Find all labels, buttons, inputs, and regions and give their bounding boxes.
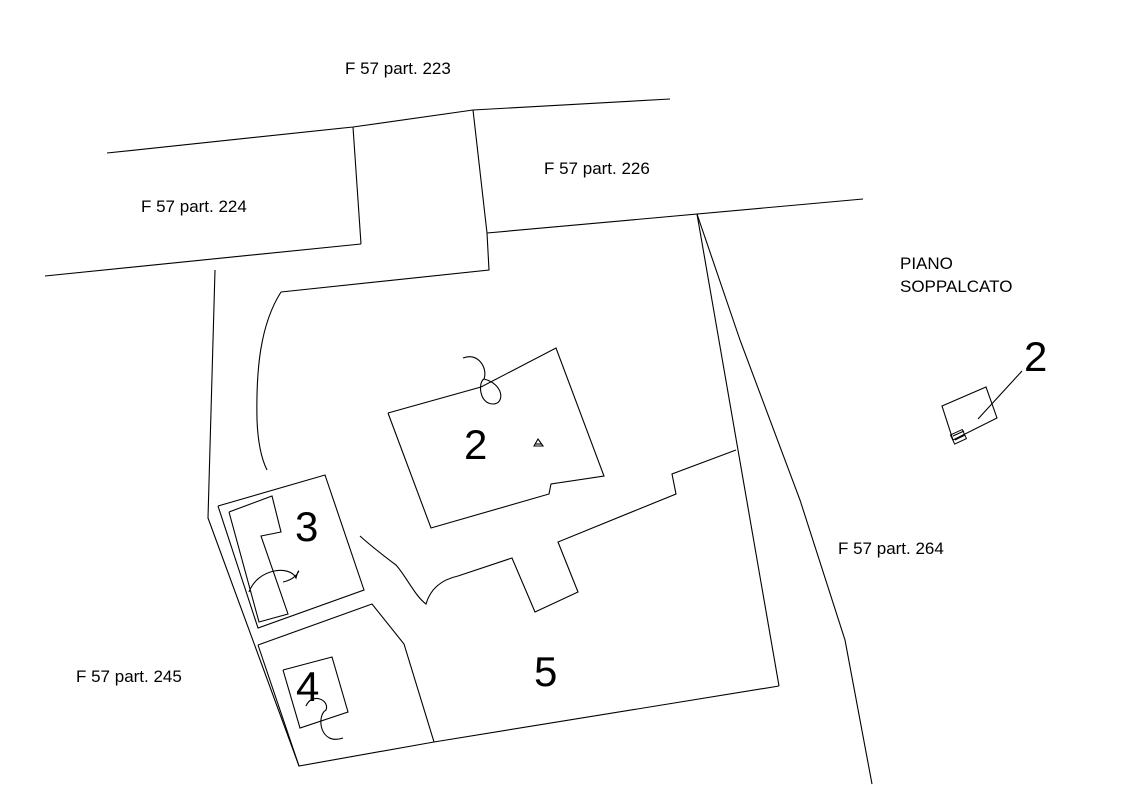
mezzanine-outline (941, 386, 998, 441)
mezzanine-leader (977, 370, 1023, 420)
boundary-east-inner (696, 213, 780, 687)
unit-number-2: 2 (464, 421, 487, 468)
boundary-224-east (352, 126, 362, 245)
mezzanine-stair-icon (949, 428, 968, 445)
unit-3-outer (217, 474, 365, 629)
parcel-boundaries (44, 98, 873, 785)
unit-4-outer (257, 603, 435, 767)
unit-5-courtyard-curve (359, 535, 459, 605)
unit-5-divider (457, 449, 737, 613)
parcel-label-245: F 57 part. 245 (76, 667, 182, 686)
parcel-label-226: F 57 part. 226 (544, 159, 650, 178)
door-swing-icon (248, 569, 300, 593)
boundary-224-south (44, 243, 362, 277)
parcel-label-223: F 57 part. 223 (345, 59, 451, 78)
unit-5-area (359, 449, 780, 743)
unit-numbers: 2 3 4 5 2 (295, 333, 1047, 710)
door-swing-icon (305, 697, 344, 740)
parcel-labels: F 57 part. 223 F 57 part. 224 F 57 part.… (76, 59, 1012, 686)
boundary-east-outer (696, 213, 873, 785)
mezzanine-title-line2: SOPPALCATO (900, 277, 1012, 296)
unit-4-inner (282, 656, 349, 729)
boundary-226-west (472, 109, 488, 234)
stair-marker-icon (533, 437, 545, 447)
boundary-west (207, 269, 300, 767)
unit-5-south (433, 685, 780, 743)
boundary-courtyard-west-curve (256, 291, 282, 471)
mezzanine-stair-hatch (952, 430, 965, 437)
mezzanine-title-line1: PIANO (900, 254, 953, 273)
boundary-courtyard-north (280, 232, 490, 293)
boundary-226-south (486, 198, 864, 234)
unit-3-inner (228, 495, 289, 623)
unit-3-building (217, 474, 365, 629)
unit-number-5: 5 (534, 648, 557, 695)
mezzanine-detail (941, 370, 1023, 445)
unit-2-building (387, 347, 605, 529)
unit-4-building (257, 603, 435, 767)
mezzanine-stair-hatch (954, 434, 966, 441)
parcel-label-264: F 57 part. 264 (838, 539, 944, 558)
boundary-north-top (106, 98, 671, 154)
unit-number-4: 4 (296, 663, 319, 710)
unit-number-3: 3 (295, 503, 318, 550)
unit-2-outline (387, 347, 605, 529)
door-swing-icon (462, 356, 502, 405)
parcel-label-224: F 57 part. 224 (141, 197, 247, 216)
mezzanine-unit-number: 2 (1024, 333, 1047, 380)
